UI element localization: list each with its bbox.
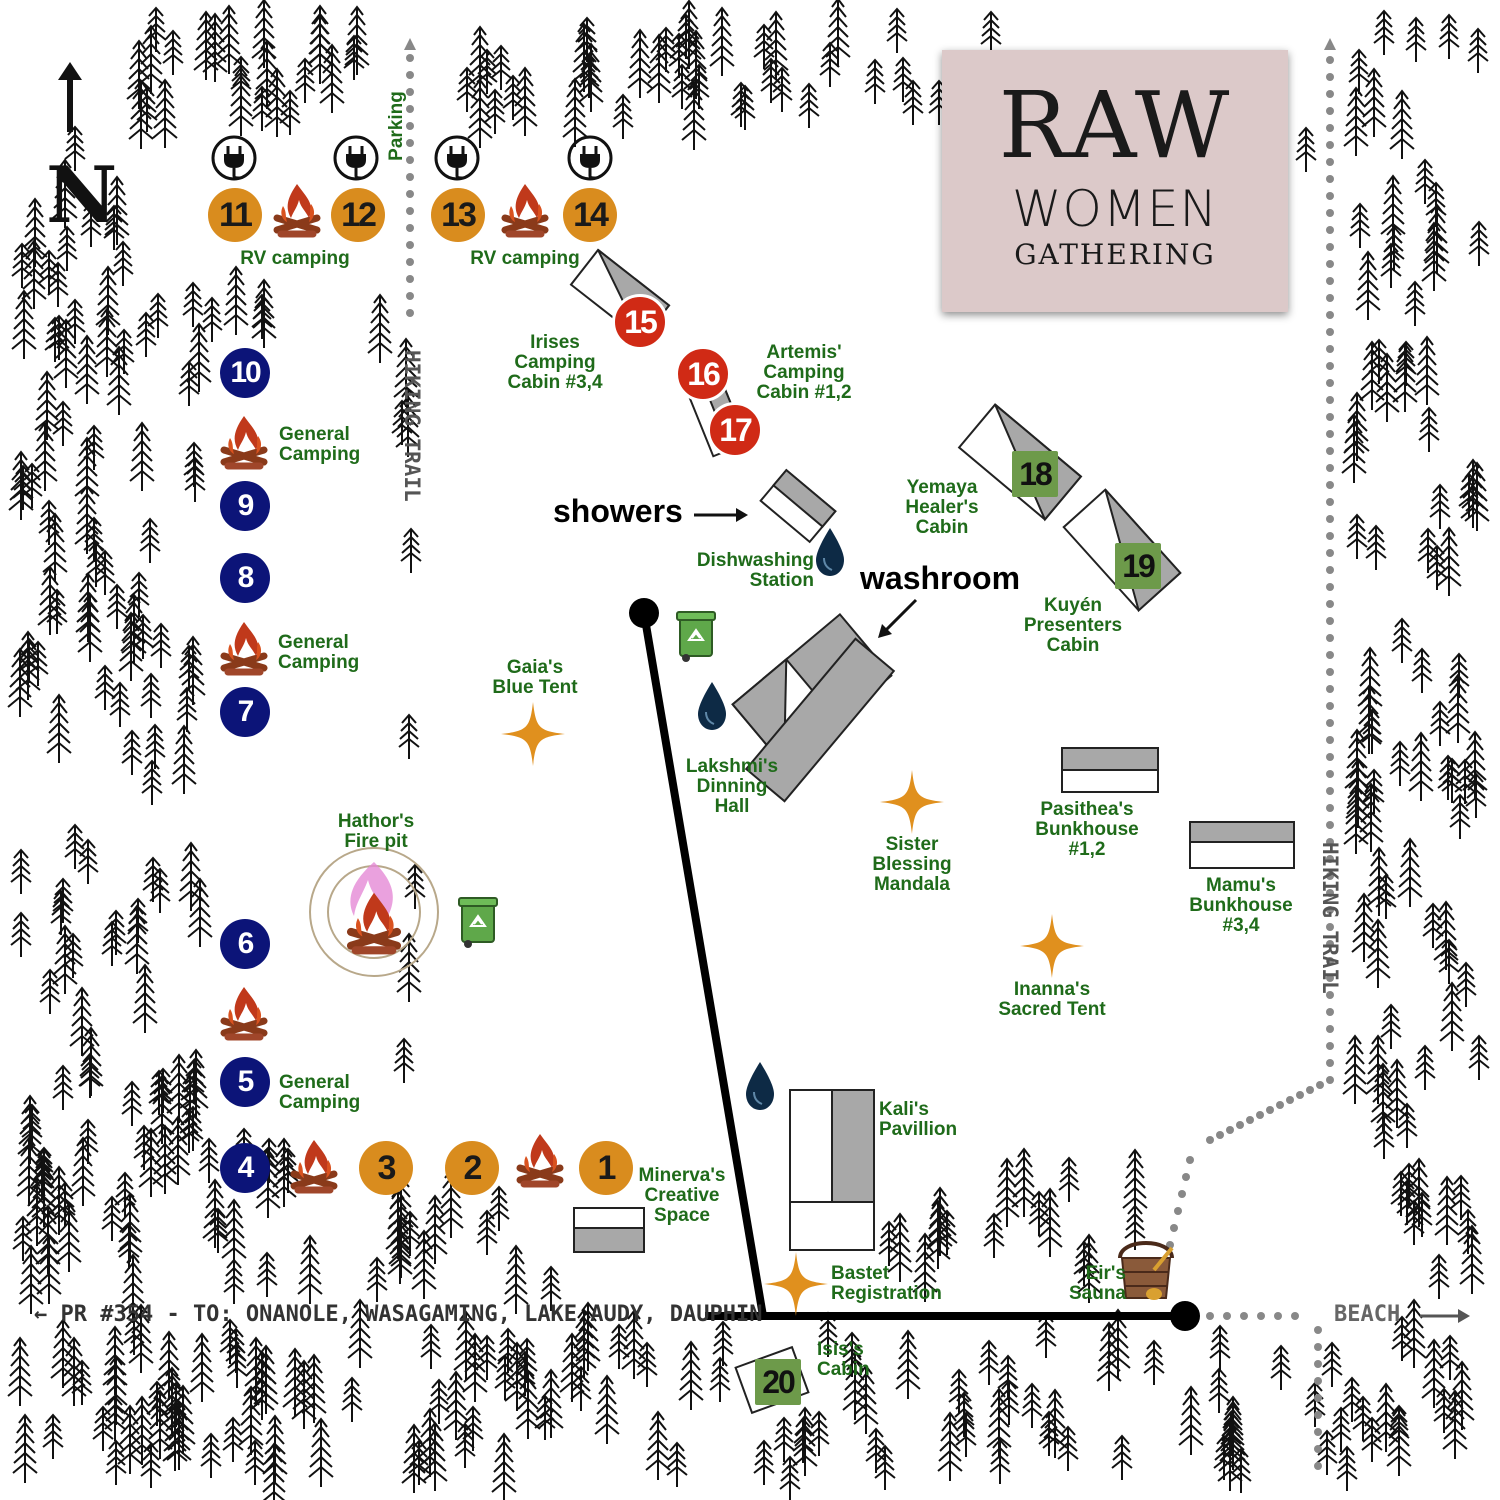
site-19[interactable]: 19: [1115, 543, 1161, 589]
site-10[interactable]: 10: [220, 348, 270, 398]
site-13[interactable]: 13: [431, 188, 485, 242]
hiking-trail-label-left: HIKING TRAIL: [400, 350, 424, 502]
dishwashing-station-label: Dishwashing Station: [696, 550, 814, 591]
site-2[interactable]: 2: [445, 1141, 499, 1195]
parking-label: Parking: [386, 91, 407, 161]
site-1[interactable]: 1: [579, 1141, 633, 1195]
dotted-trails: [406, 54, 1334, 1470]
kuyen-cabin-label: Kuyén Presenters Cabin: [1023, 595, 1123, 656]
hathor-fire-pit: [309, 847, 439, 977]
logo-line-2: WOMEN: [1012, 180, 1218, 238]
pasithea-bunkhouse-label: Pasithea's Bunkhouse #1,2: [1035, 799, 1139, 860]
inanna-tent-label: Inanna's Sacred Tent: [998, 979, 1106, 1020]
logo-line-1: RAW: [998, 72, 1232, 179]
kali-pavillion-label: Kali's Pavillion: [879, 1099, 958, 1140]
minerva-space-label: Minerva's Creative Space: [638, 1165, 726, 1226]
site-16[interactable]: 16: [675, 346, 731, 402]
site-9[interactable]: 9: [220, 481, 270, 531]
general-camping-label-2: General Camping: [278, 632, 360, 673]
washroom-label: washroom: [860, 560, 1021, 596]
irises-cabin-label: Irises Camping Cabin #3,4: [507, 332, 603, 393]
lakshmi-hall-label: Lakshmi's Dinning Hall: [685, 756, 779, 817]
site-8[interactable]: 8: [220, 553, 270, 603]
highway-label: ← PR #354 - TO: ONANOLE, WASAGAMING, LAK…: [34, 1302, 763, 1327]
hathor-fire-pit-label: Hathor's Fire pit: [337, 811, 415, 852]
site-12[interactable]: 12: [331, 188, 385, 242]
bastet-registration-label: Bastet Registration: [831, 1263, 942, 1304]
site-20[interactable]: 20: [755, 1359, 801, 1405]
yemaya-cabin-label: Yemaya Healer's Cabin: [905, 477, 979, 538]
rv-camping-label-2: RV camping: [470, 248, 580, 269]
raw-women-gathering-logo: RAW WOMEN GATHERING: [942, 50, 1288, 312]
sister-mandala-label: Sister Blessing Mandala: [872, 834, 952, 895]
mamu-bunkhouse-label: Mamu's Bunkhouse #3,4: [1189, 875, 1293, 936]
north-label: N: [46, 150, 118, 241]
artemis-cabin-label: Artemis' Camping Cabin #1,2: [756, 342, 852, 403]
general-camping-label-3: General Camping: [279, 1072, 361, 1113]
eir-sauna-label: Eir's Sauna: [1068, 1263, 1126, 1304]
site-3[interactable]: 3: [359, 1141, 413, 1195]
water-drop-icons: [697, 527, 845, 1111]
site-15[interactable]: 15: [612, 294, 668, 350]
pointer-arrows: [694, 508, 1470, 1323]
gaia-tent-label: Gaia's Blue Tent: [492, 657, 578, 698]
north-arrow-icon: [58, 62, 82, 132]
sauna-bucket-icon: [1118, 1241, 1174, 1300]
site-5[interactable]: 5: [220, 1057, 270, 1107]
site-4[interactable]: 4: [220, 1143, 270, 1193]
showers-label: showers: [553, 493, 683, 529]
beach-label: BEACH: [1334, 1302, 1401, 1327]
site-14[interactable]: 14: [563, 188, 617, 242]
access-road: [640, 612, 767, 1317]
site-18[interactable]: 18: [1012, 451, 1058, 497]
logo-line-3: GATHERING: [1014, 238, 1216, 271]
site-6[interactable]: 6: [220, 919, 270, 969]
general-camping-label-1: General Camping: [279, 424, 361, 465]
hiking-trail-label-right: HIKING TRAIL: [1318, 842, 1342, 994]
rv-camping-label-1: RV camping: [240, 248, 350, 269]
site-17[interactable]: 17: [707, 402, 763, 458]
site-11[interactable]: 11: [208, 188, 262, 242]
site-7[interactable]: 7: [220, 687, 270, 737]
isis-cabin-label: Isis's Cabin: [817, 1339, 870, 1380]
